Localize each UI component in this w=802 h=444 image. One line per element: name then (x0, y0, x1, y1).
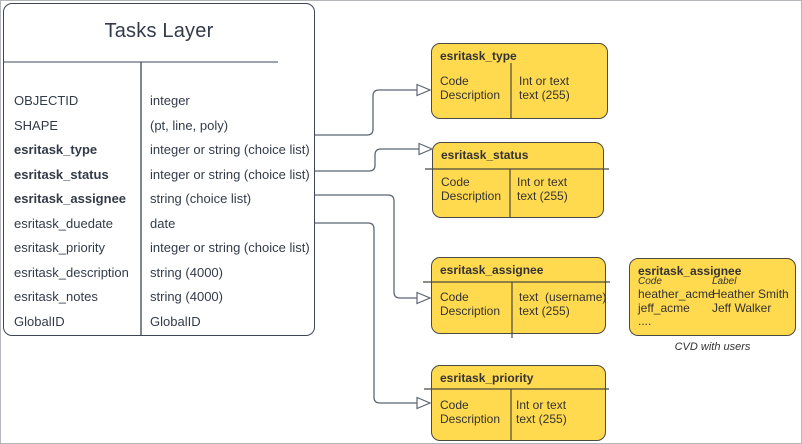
domain-title: esritask_type (440, 49, 517, 63)
domain-title: esritask_status (441, 148, 529, 162)
cvd-user-code: heather_acme (638, 287, 715, 301)
field-name: esritask_notes (14, 289, 98, 304)
cvd-user-label: Heather Smith (712, 287, 789, 301)
cvd-code-header: Code (638, 276, 662, 287)
field-row-priority: esritask_priority integer or string (cho… (4, 236, 314, 261)
field-row-objectid: OBJECTID integer (4, 89, 314, 114)
field-type: string (4000) (150, 264, 223, 280)
field-row-assignee: esritask_assignee string (choice list) (4, 187, 314, 212)
field-row-globalid: GlobalID GlobalID (4, 310, 314, 335)
domain-title: esritask_priority (440, 371, 534, 385)
field-type: (pt, line, poly) (150, 117, 229, 133)
field-type: integer or string (choice list) (150, 142, 310, 157)
field-name: esritask_priority (14, 240, 106, 255)
arrowhead-type-icon (416, 83, 432, 97)
connector-assignee (315, 194, 417, 299)
field-type: date (150, 215, 176, 231)
tasks-layer-table: Tasks Layer OBJECTID integer SHAPE (pt, … (3, 3, 315, 336)
arrowhead-assignee-icon (416, 291, 432, 305)
cvd-label-header: Label (712, 276, 737, 287)
field-row-shape: SHAPE (pt, line, poly) (4, 114, 314, 139)
domain-type-column: text (username)text (255) (519, 290, 607, 318)
domain-title: esritask_assignee (440, 263, 544, 277)
arrowhead-status-icon (418, 142, 434, 156)
field-name: esritask_duedate (14, 215, 114, 231)
tasks-layer-title: Tasks Layer (104, 20, 214, 42)
field-name: esritask_assignee (14, 191, 127, 206)
field-name: GlobalID (14, 313, 65, 329)
cvd-users-box: esritask_assignee Code Label heather_acm… (629, 258, 796, 336)
connector-type (315, 89, 417, 136)
field-row-notes: esritask_notes string (4000) (4, 285, 314, 310)
field-row-type: esritask_type integer or string (choice … (4, 138, 314, 163)
field-row-description: esritask_description string (4000) (4, 261, 314, 286)
cvd-user-code: jeff_acme (638, 301, 690, 315)
field-type: integer (150, 93, 190, 108)
field-type: integer or string (choice list) (150, 240, 310, 255)
cvd-title: esritask_assignee (638, 264, 742, 278)
field-name: OBJECTID (14, 93, 79, 108)
field-name: esritask_status (14, 166, 109, 182)
connector-status (315, 148, 419, 172)
cvd-caption: CVD with users (674, 341, 751, 353)
arrowhead-priority-icon (416, 396, 432, 410)
field-name: SHAPE (14, 117, 59, 133)
field-row-duedate: esritask_duedate date (4, 212, 314, 237)
field-name: esritask_description (14, 264, 129, 280)
field-type: string (4000) (150, 289, 223, 304)
cvd-user-label: Jeff Walker (712, 301, 772, 315)
cvd-ellipsis: .... (638, 314, 652, 328)
field-name: esritask_type (14, 142, 98, 157)
field-type: string (choice list) (150, 191, 252, 206)
connector-priority (315, 222, 417, 404)
field-row-status: esritask_status integer or string (choic… (4, 163, 314, 188)
field-type: integer or string (choice list) (150, 166, 310, 182)
field-type: GlobalID (150, 313, 201, 329)
